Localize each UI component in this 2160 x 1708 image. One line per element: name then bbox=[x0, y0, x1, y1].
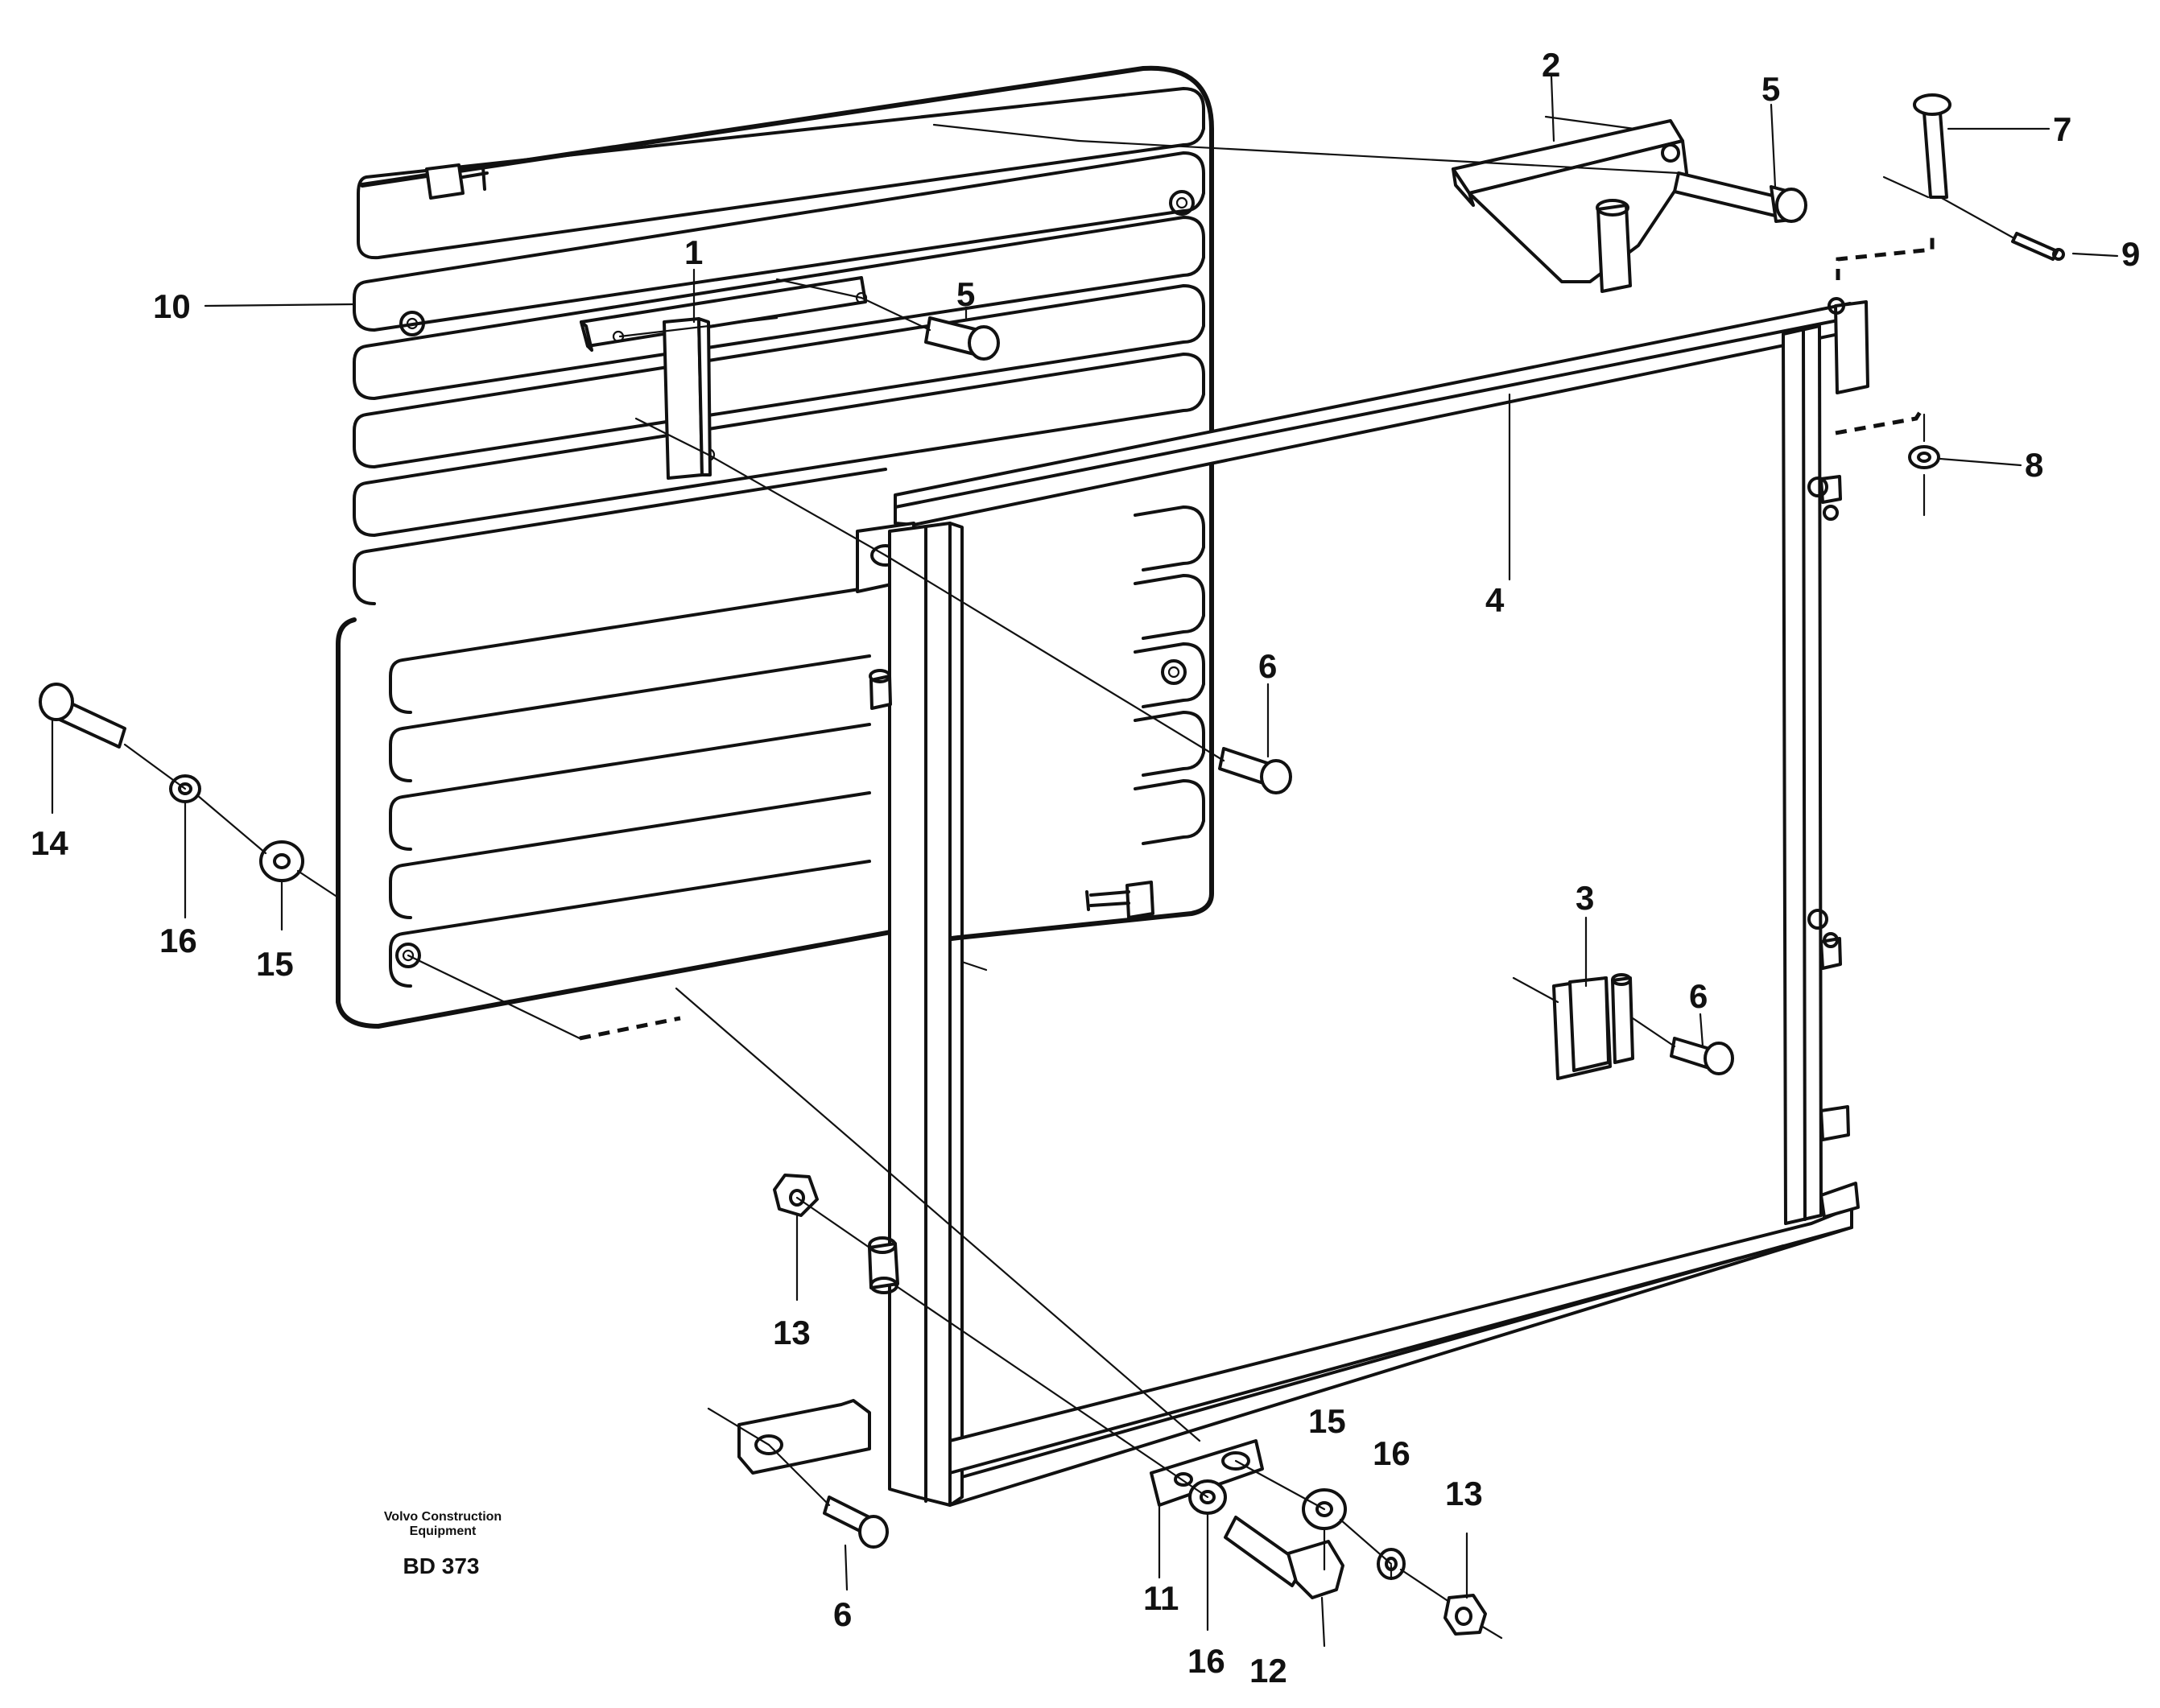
callout-12: 12 bbox=[1249, 1652, 1287, 1689]
washer-15-left bbox=[259, 840, 304, 882]
callout-15-left: 15 bbox=[256, 945, 294, 983]
bolt-5-upper-right bbox=[1673, 171, 1807, 223]
callout-16-bottom: 16 bbox=[1187, 1642, 1225, 1680]
callout-16-left: 16 bbox=[159, 922, 197, 959]
callout-14: 14 bbox=[31, 824, 68, 862]
footer: Volvo Construction Equipment BD 373 bbox=[384, 1510, 502, 1578]
callout-10: 10 bbox=[153, 287, 191, 325]
brand-line-1: Volvo Construction bbox=[384, 1510, 502, 1524]
callout-8: 8 bbox=[2025, 446, 2043, 484]
callout-2: 2 bbox=[1542, 46, 1560, 84]
washer-8 bbox=[1908, 445, 1940, 469]
bracket-part-1 bbox=[580, 276, 868, 480]
callout-5-left: 5 bbox=[956, 275, 975, 313]
callout-9: 9 bbox=[2121, 235, 2140, 273]
pin-7 bbox=[1913, 93, 1951, 199]
brand-line-2: Equipment bbox=[410, 1524, 477, 1538]
callout-6-hinge: 6 bbox=[1689, 977, 1708, 1015]
callout-15-bottom: 15 bbox=[1308, 1402, 1346, 1440]
callout-16-right: 16 bbox=[1373, 1434, 1410, 1472]
bolt-6-bottom bbox=[823, 1496, 889, 1549]
callout-6-middle: 6 bbox=[1258, 647, 1277, 685]
nut-13-middle bbox=[773, 1174, 819, 1217]
callout-6-bottom: 6 bbox=[833, 1595, 852, 1633]
cotter-pin-9 bbox=[2011, 232, 2065, 261]
assembly-lines bbox=[51, 75, 2119, 1648]
callout-4: 4 bbox=[1485, 581, 1505, 619]
callout-1: 1 bbox=[684, 233, 703, 271]
nut-13-bottom bbox=[1443, 1594, 1487, 1636]
plate-11 bbox=[1150, 1439, 1264, 1507]
bolt-6-hinge bbox=[1670, 1037, 1734, 1075]
callout-3: 3 bbox=[1576, 879, 1594, 917]
bolt-12 bbox=[1224, 1516, 1344, 1599]
bolt-5-left bbox=[924, 316, 1000, 361]
callout-13-bottom: 13 bbox=[1445, 1475, 1483, 1512]
drawing-code: BD 373 bbox=[403, 1553, 480, 1578]
hinge-bracket-part-2 bbox=[1452, 119, 1688, 293]
bolt-14 bbox=[39, 683, 126, 749]
cooler-core bbox=[336, 65, 1214, 1029]
callout-13-middle: 13 bbox=[773, 1314, 811, 1351]
callout-7: 7 bbox=[2053, 110, 2071, 148]
bolt-6-middle bbox=[1218, 747, 1292, 794]
hinge-part-3 bbox=[1552, 973, 1634, 1080]
callouts: 1 2 3 4 5 5 6 6 6 7 8 9 10 11 12 13 13 1… bbox=[31, 46, 2140, 1689]
callout-11: 11 bbox=[1143, 1579, 1179, 1617]
frame-part-4 bbox=[737, 297, 1869, 1507]
callout-5-upper: 5 bbox=[1761, 70, 1780, 108]
